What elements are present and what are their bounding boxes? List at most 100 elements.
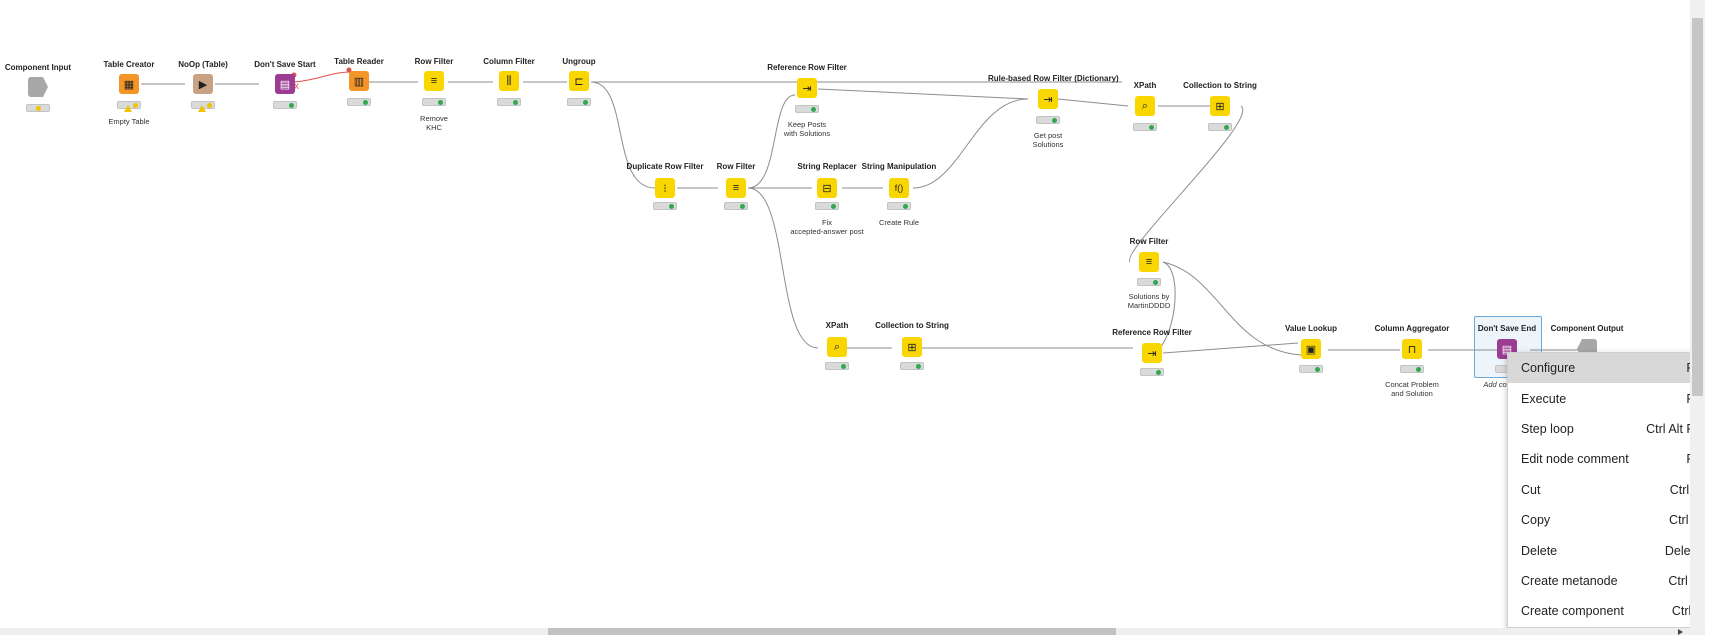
horizontal-scrollbar-thumb[interactable]: [548, 628, 1116, 635]
node-status: [497, 98, 521, 106]
node-status: [273, 101, 297, 109]
node-title: Component Input: [4, 63, 72, 72]
collection-to-string-icon: ⊞: [902, 337, 922, 357]
menu-item-label: Cut: [1521, 482, 1541, 497]
node-comment: Empty Table: [108, 117, 150, 126]
node-status: [795, 105, 819, 113]
node-status: [422, 98, 446, 106]
menu-item-label: Copy: [1521, 513, 1551, 528]
menu-item-cut[interactable]: Cut Ctrl X: [1508, 475, 1713, 505]
menu-item-label: Step loop: [1521, 421, 1574, 436]
node-comment: Solutions by MartinDDDD: [1127, 292, 1171, 310]
collection-to-string-icon: ⊞: [1210, 96, 1230, 116]
node-comment: Create Rule: [878, 218, 920, 227]
menu-item-label: Create metanode: [1521, 573, 1618, 588]
xpath-icon: ⌕: [1135, 96, 1155, 116]
node-title: Column Aggregator: [1374, 324, 1450, 333]
node-status: [1208, 123, 1232, 131]
component-input-icon: [28, 77, 48, 97]
vertical-scrollbar-thumb[interactable]: [1692, 18, 1703, 396]
node-status: [1299, 365, 1323, 373]
window-edge: [1705, 0, 1727, 635]
node-title: Don't Save Start: [254, 60, 316, 69]
node-status: [825, 362, 849, 370]
node-title: Column Filter: [483, 57, 535, 66]
node-title: Component Output: [1550, 324, 1624, 333]
node-status: [815, 202, 839, 210]
string-replacer-icon: ⊟: [817, 178, 837, 198]
node-status: [347, 98, 371, 106]
node-title: String Replacer: [797, 162, 857, 171]
reference-row-filter-icon: ⇥: [797, 78, 817, 98]
menu-item-label: Execute: [1521, 391, 1567, 406]
node-comment: Get post Solutions: [1032, 131, 1064, 149]
row-filter-icon: ≡: [1139, 252, 1159, 272]
dont-save-start-icon: ▤: [275, 74, 295, 94]
menu-item-copy[interactable]: Copy Ctrl C: [1508, 505, 1713, 535]
node-title: Row Filter: [1129, 237, 1169, 246]
ungroup-icon: ⊏: [569, 71, 589, 91]
table-creator-icon: ▦: [119, 74, 139, 94]
node-title: Row Filter: [716, 162, 756, 171]
string-manipulation-icon: f(): [889, 178, 909, 198]
node-status: [1140, 368, 1164, 376]
node-status: [567, 98, 591, 106]
node-title: String Manipulation: [861, 162, 937, 171]
warning-icon: [124, 105, 132, 112]
row-filter-icon: ≡: [726, 178, 746, 198]
node-comment: Keep Posts with Solutions: [783, 120, 831, 138]
node-title: Table Reader: [334, 57, 384, 66]
node-comment: Add co: [1483, 380, 1507, 389]
flow-variable-wire: [293, 71, 351, 83]
node-comment: Remove KHC: [420, 114, 448, 132]
node-title: Value Lookup: [1284, 324, 1337, 333]
menu-item-edit-node-comment[interactable]: Edit node comment F2: [1508, 444, 1713, 474]
node-status: [1400, 365, 1424, 373]
node-status: [887, 202, 911, 210]
menu-item-delete[interactable]: Delete Delete: [1508, 535, 1713, 565]
connection-wire: [1057, 98, 1129, 107]
node-title: Collection to String: [875, 321, 949, 330]
workflow-canvas[interactable]: x Component Input Table Creator ▦ Empty …: [0, 0, 1690, 628]
node-title: XPath: [1133, 81, 1157, 90]
node-status: [900, 362, 924, 370]
row-filter-icon: ≡: [424, 71, 444, 91]
menu-item-create-component[interactable]: Create component Ctrl J: [1508, 596, 1713, 626]
node-title: Don't Save End: [1477, 324, 1537, 333]
node-title: Duplicate Row Filter: [626, 162, 704, 171]
node-status: [1133, 123, 1157, 131]
node-title: Collection to String: [1183, 81, 1257, 90]
connection-wire: [1162, 342, 1299, 354]
column-aggregator-icon: ⊓: [1402, 339, 1422, 359]
node-comment: Fix accepted-answer post: [790, 218, 864, 236]
node-title: XPath: [825, 321, 849, 330]
menu-item-shortcut: Ctrl Alt F6: [1646, 421, 1701, 436]
table-reader-icon: ▥: [349, 71, 369, 91]
connection-layer: x: [141, 67, 1580, 356]
node-comment: Concat Problem and Solution: [1385, 380, 1439, 398]
node-status: [1036, 116, 1060, 124]
node-title: NoOp (Table): [178, 60, 228, 69]
value-lookup-icon: ▣: [1301, 339, 1321, 359]
rule-filter-icon: ⇥: [1038, 89, 1058, 109]
menu-item-label: Edit node comment: [1521, 452, 1629, 467]
reference-row-filter-icon: ⇥: [1142, 343, 1162, 363]
node-status: [724, 202, 748, 210]
node-status: [26, 104, 50, 112]
menu-item-label: Configure: [1521, 361, 1576, 376]
node-title: Reference Row Filter: [767, 63, 847, 72]
node-title: Reference Row Filter: [1112, 328, 1192, 337]
scroll-right-arrow-icon[interactable]: [1678, 629, 1683, 635]
menu-item-label: Delete: [1521, 543, 1558, 558]
node-status: [653, 202, 677, 210]
menu-item-execute[interactable]: Execute F7: [1508, 383, 1713, 413]
duplicate-row-filter-icon: ⁝: [655, 178, 675, 198]
connection-wire: [590, 81, 656, 189]
column-filter-icon: ⫼: [499, 71, 519, 91]
menu-item-configure[interactable]: Configure F6: [1508, 353, 1713, 384]
node-title: Rule-based Row Filter (Dictionary): [988, 74, 1119, 83]
menu-item-create-metanode[interactable]: Create metanode Ctrl G: [1508, 566, 1713, 596]
menu-item-step-loop[interactable]: Step loop Ctrl Alt F6: [1508, 414, 1713, 444]
menu-item-label: Create component: [1521, 604, 1624, 619]
node-title: Ungroup: [562, 57, 596, 66]
